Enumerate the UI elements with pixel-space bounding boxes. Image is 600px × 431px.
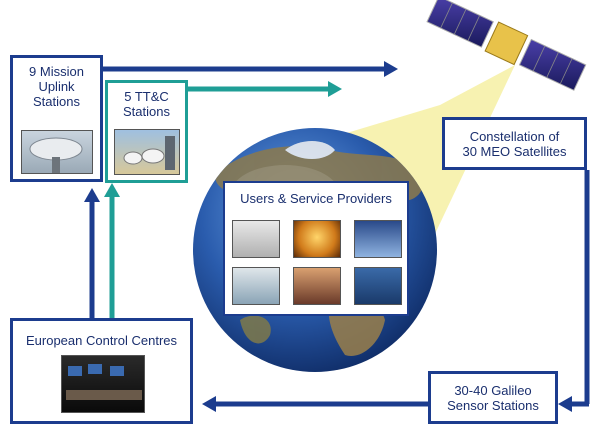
users-service-providers-label: Users & Service Providers (240, 191, 392, 206)
arrow-control-to-ttc (104, 183, 120, 318)
helicopter-rescue-photo (354, 267, 402, 305)
arrow-uplink-to-satellite (103, 61, 398, 77)
airplane-photo (293, 267, 341, 305)
european-control-centres-box: European Control Centres (10, 318, 193, 424)
mission-uplink-stations-label: 9 Mission Uplink Stations (29, 64, 84, 109)
speedboat-photo (232, 267, 280, 305)
arrow-ttc-to-satellite (188, 81, 342, 97)
satellite-beam (290, 65, 515, 255)
arrow-constellation-to-sensor (558, 170, 590, 412)
european-control-centres-label: European Control Centres (25, 333, 178, 348)
sensor-stations-label: 30-40 Galileo Sensor Stations (447, 383, 539, 413)
mission-uplink-stations-box: 9 Mission Uplink Stations (10, 55, 103, 182)
control-room-photo (61, 355, 145, 413)
ttc-antenna-photo (114, 129, 180, 175)
arrow-control-to-uplink (84, 188, 100, 318)
satellite-icon (426, 0, 587, 91)
oil-rig-sunset-photo (293, 220, 341, 258)
users-service-providers-box: Users & Service Providers (223, 181, 409, 316)
ttc-stations-label: 5 TT&C Stations (123, 89, 170, 119)
uplink-antenna-photo (21, 130, 93, 174)
sensor-stations-box: 30-40 Galileo Sensor Stations (428, 371, 558, 424)
arrow-sensor-to-control (202, 396, 428, 412)
constellation-box: Constellation of 30 MEO Satellites (442, 117, 587, 170)
laptop-photo (232, 220, 280, 258)
constellation-label: Constellation of 30 MEO Satellites (462, 129, 567, 159)
man-on-phone-photo (354, 220, 402, 258)
ttc-stations-box: 5 TT&C Stations (105, 80, 188, 183)
